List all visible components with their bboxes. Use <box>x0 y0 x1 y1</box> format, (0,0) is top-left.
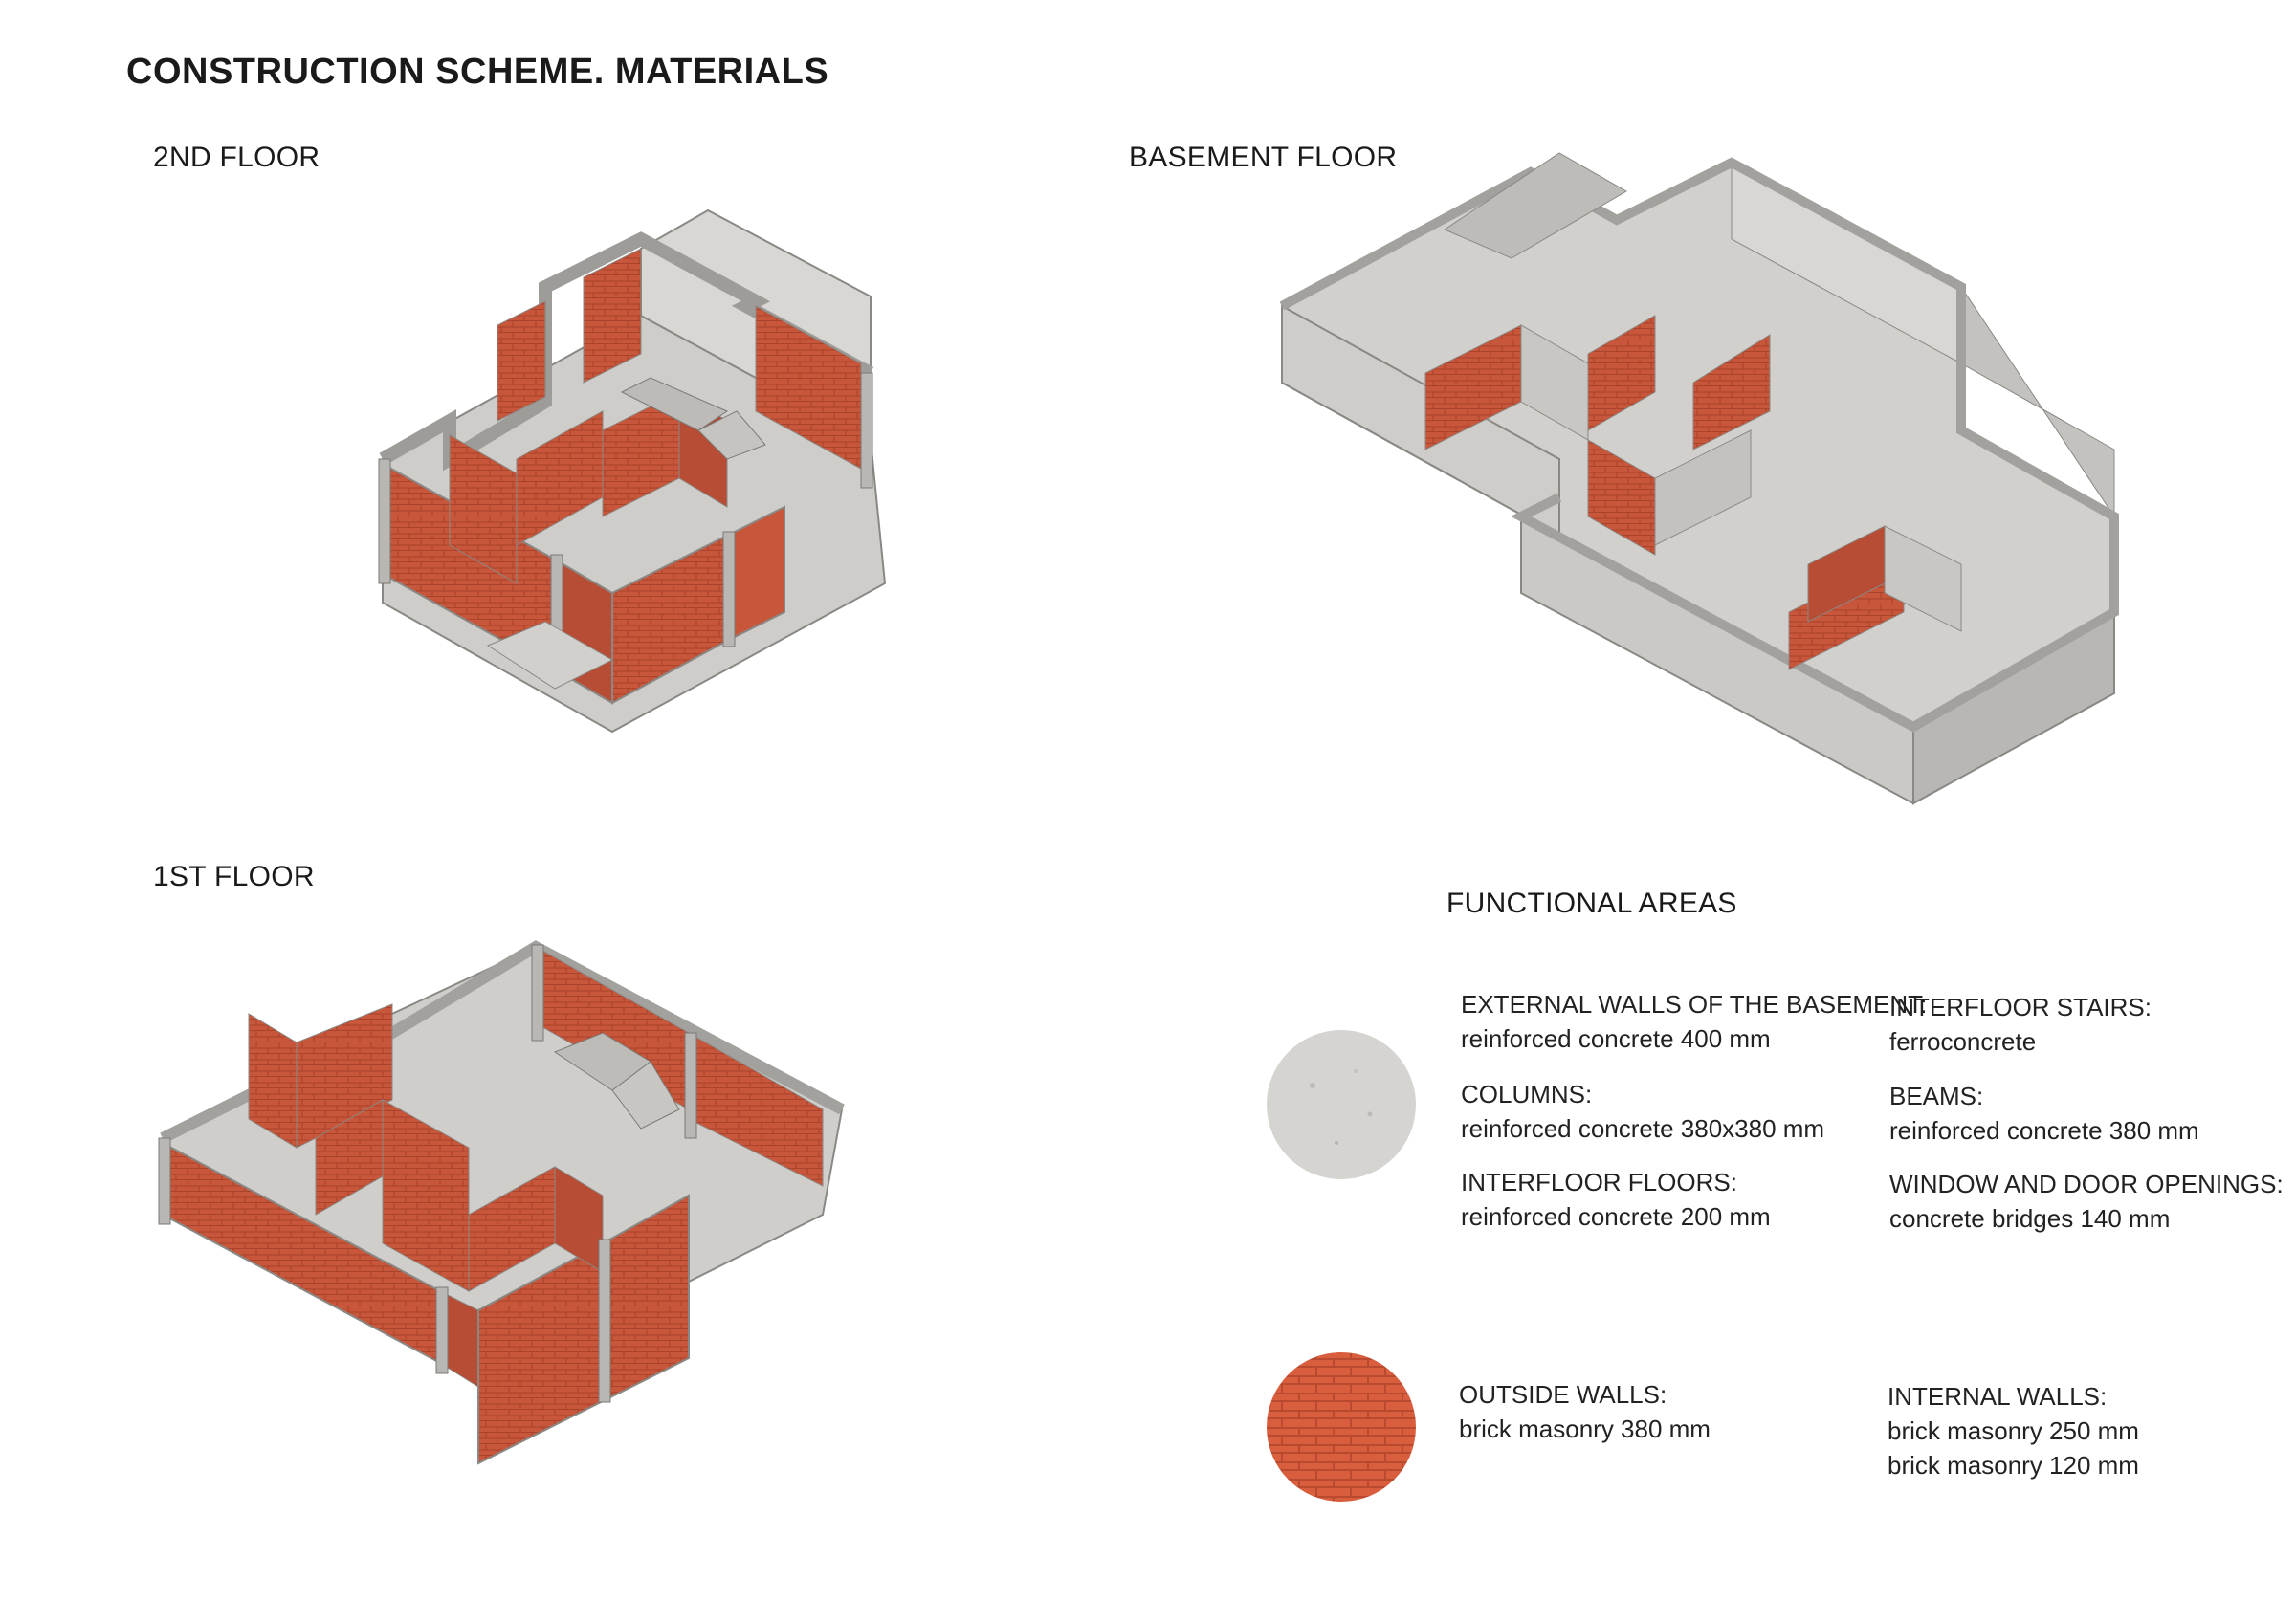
legend-internal-walls: INTERNAL WALLS: brick masonry 250 mm bri… <box>1888 1382 2139 1480</box>
legend-columns: COLUMNS: reinforced concrete 380x380 mm <box>1461 1080 1825 1143</box>
second-floor-axonometric <box>378 208 887 734</box>
page-title: CONSTRUCTION SCHEME. MATERIALS <box>126 52 829 92</box>
second-floor-label: 2ND FLOOR <box>153 142 320 173</box>
brick-swatch <box>1267 1352 1416 1502</box>
functional-areas-title: FUNCTIONAL AREAS <box>1446 888 1737 919</box>
brick-swatch-circle <box>1267 1352 1416 1502</box>
legend-external-walls-basement: EXTERNAL WALLS OF THE BASEMENT: reinforc… <box>1461 990 1928 1053</box>
first-floor-axonometric <box>158 940 845 1465</box>
legend-beams: BEAMS: reinforced concrete 380 mm <box>1889 1082 2199 1145</box>
legend-interfloor-floors: INTERFLOOR FLOORS: reinforced concrete 2… <box>1461 1168 1771 1231</box>
basement-floor-axonometric <box>1279 152 2119 805</box>
basement-floor-label: BASEMENT FLOOR <box>1129 142 1398 173</box>
legend-window-door-openings: WINDOW AND DOOR OPENINGS: concrete bridg… <box>1889 1170 2284 1233</box>
concrete-swatch-circle <box>1267 1030 1416 1179</box>
legend-interfloor-stairs: INTERFLOOR STAIRS: ferroconcrete <box>1889 993 2152 1056</box>
first-floor-label: 1ST FLOOR <box>153 861 315 892</box>
concrete-swatch <box>1267 1030 1416 1179</box>
legend-outside-walls: OUTSIDE WALLS: brick masonry 380 mm <box>1459 1380 1711 1443</box>
